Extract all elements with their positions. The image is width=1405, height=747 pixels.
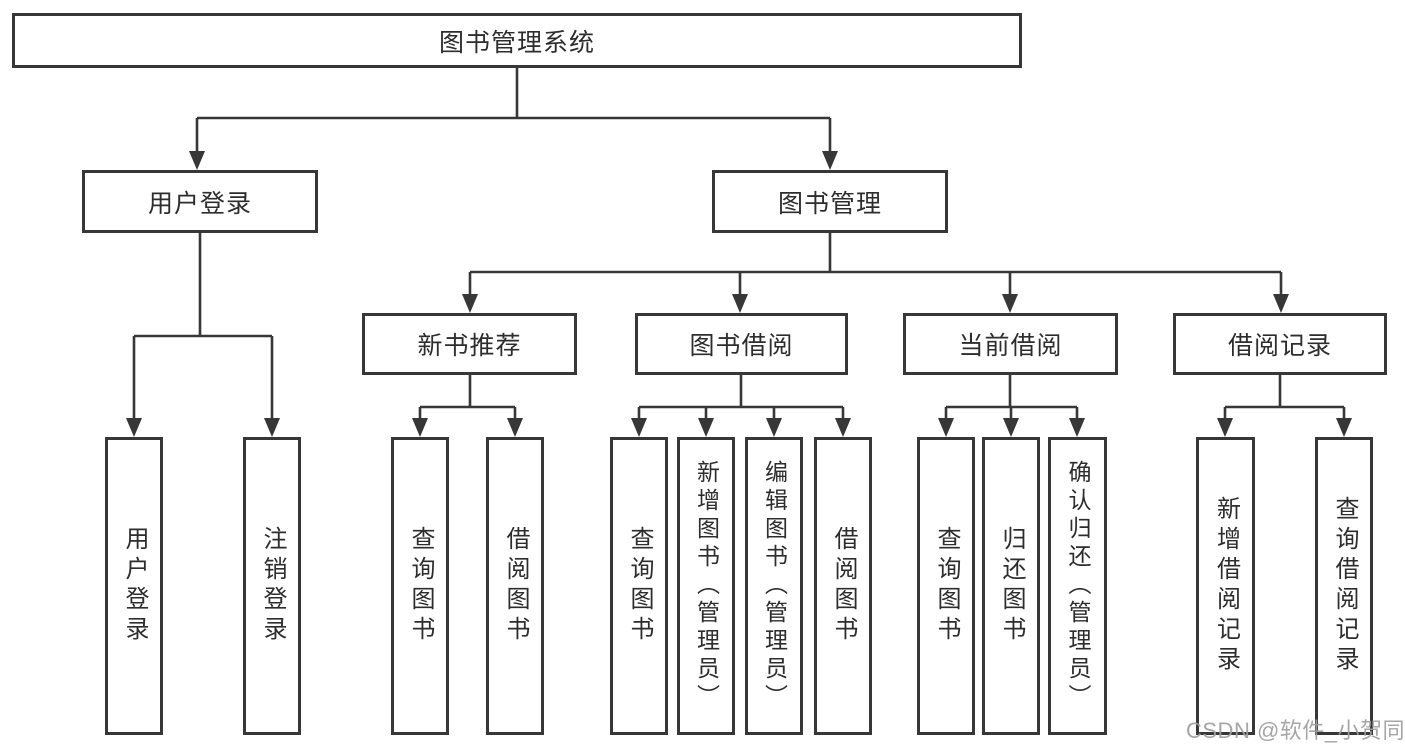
leaf-edit-books-admin: 编辑图书（管理员） xyxy=(745,437,803,735)
connector-current-borrow-to-leaves xyxy=(944,375,1079,420)
leaf-label: 用户登录 xyxy=(121,526,148,646)
node-label: 当前借阅 xyxy=(958,332,1063,360)
node-user-login: 用户登录 xyxy=(82,170,318,233)
connector-borrow-records-to-leaves xyxy=(1223,375,1346,420)
leaf-label: 编辑图书（管理员） xyxy=(761,460,788,712)
leaf-label: 新增借阅记录 xyxy=(1212,496,1240,676)
leaf-add-borrow-record: 新增借阅记录 xyxy=(1196,437,1255,735)
node-label: 借阅记录 xyxy=(1227,332,1332,360)
leaf-query-books-current: 查询图书 xyxy=(917,437,975,735)
leaf-borrow-books: 借阅图书 xyxy=(814,437,872,735)
leaf-label: 查询图书 xyxy=(933,526,960,646)
leaf-label: 查询图书 xyxy=(407,526,434,646)
leaf-confirm-return-admin: 确认归还（管理员） xyxy=(1048,437,1107,735)
leaf-label: 借阅图书 xyxy=(830,526,857,646)
connector-root-to-level1 xyxy=(195,68,832,153)
node-root-library-system: 图书管理系统 xyxy=(12,13,1022,68)
arrowheads xyxy=(126,151,1352,437)
leaf-label: 查询图书 xyxy=(626,526,653,646)
node-label: 图书管理 xyxy=(777,189,882,218)
leaf-borrow-books-recommend: 借阅图书 xyxy=(486,437,544,735)
node-current-borrowing: 当前借阅 xyxy=(903,313,1118,375)
watermark-text: CSDN @软件_小贺同学 xyxy=(1186,718,1405,743)
node-label: 图书管理系统 xyxy=(438,28,595,57)
leaf-label: 注销登录 xyxy=(259,526,286,646)
leaf-logout: 注销登录 xyxy=(243,437,301,735)
node-book-management: 图书管理 xyxy=(712,170,948,233)
connector-book-mgmt-to-level2 xyxy=(468,233,1283,296)
leaf-label: 归还图书 xyxy=(998,526,1025,646)
connector-book-borrow-to-leaves xyxy=(637,375,845,420)
node-book-borrowing: 图书借阅 xyxy=(635,313,848,375)
leaf-query-borrow-record: 查询借阅记录 xyxy=(1315,437,1373,735)
connector-new-book-to-leaves xyxy=(418,375,517,420)
connector-user-login-to-leaves xyxy=(132,233,274,420)
node-label: 用户登录 xyxy=(147,189,252,218)
leaf-query-books-borrow: 查询图书 xyxy=(610,437,668,735)
leaf-query-books-recommend: 查询图书 xyxy=(391,437,449,735)
leaf-label: 确认归还（管理员） xyxy=(1065,460,1091,712)
node-new-book-recommendation: 新书推荐 xyxy=(362,313,577,375)
node-label: 新书推荐 xyxy=(417,332,522,360)
leaf-label: 查询借阅记录 xyxy=(1331,496,1358,676)
leaf-label: 借阅图书 xyxy=(502,526,529,646)
leaf-user-login: 用户登录 xyxy=(105,437,163,735)
leaf-label: 新增图书（管理员） xyxy=(693,460,720,712)
node-borrowing-records: 借阅记录 xyxy=(1173,313,1387,375)
node-label: 图书借阅 xyxy=(689,332,794,360)
leaf-add-books-admin: 新增图书（管理员） xyxy=(677,437,735,735)
leaf-return-books: 归还图书 xyxy=(982,437,1040,735)
